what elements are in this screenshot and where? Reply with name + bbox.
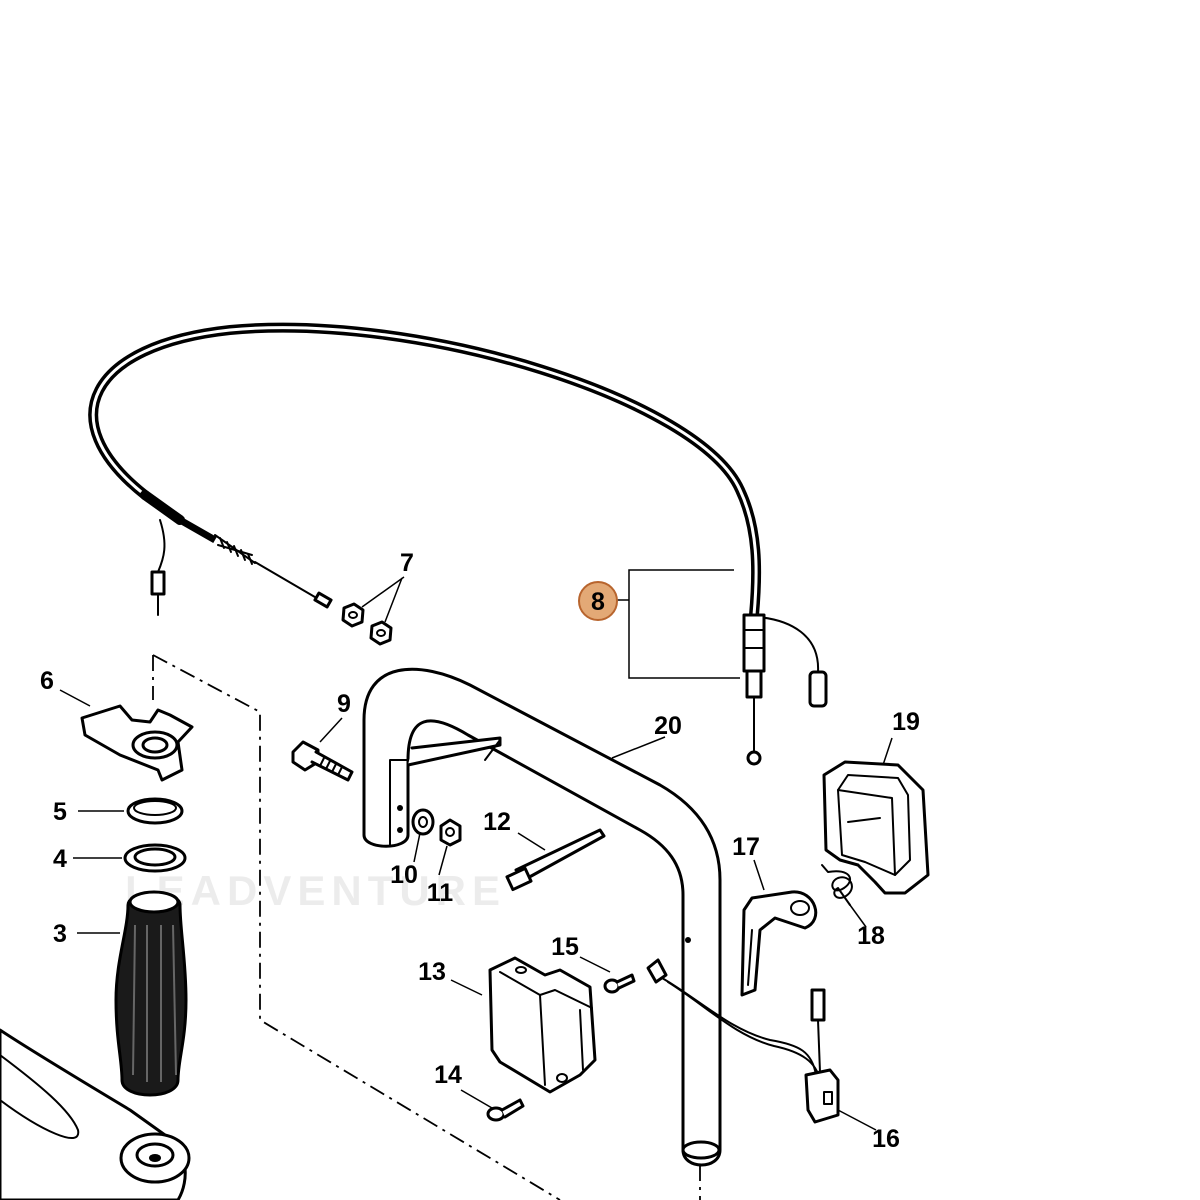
callout-8-ring [578, 581, 618, 621]
label-11[interactable]: 11 [427, 879, 454, 907]
washer[interactable] [123, 843, 187, 873]
leader-lines [59, 576, 893, 1131]
hex-nuts[interactable] [341, 602, 393, 646]
label-8: 8 [591, 588, 605, 616]
torsion-spring[interactable] [821, 864, 853, 906]
throttle-cable[interactable] [88, 322, 828, 766]
washer-10[interactable] [411, 808, 435, 836]
label-6[interactable]: 6 [40, 667, 54, 695]
switch-housing[interactable] [488, 956, 597, 1094]
part-labels: 6 5 4 3 7 9 10 11 12 20 13 14 15 17 18 1… [40, 549, 920, 1153]
label-10[interactable]: 10 [390, 861, 418, 889]
callout-8-marker [579, 582, 617, 620]
label-15[interactable]: 15 [551, 933, 579, 961]
screw-14[interactable] [486, 1098, 525, 1122]
label-5[interactable]: 5 [53, 798, 67, 826]
label-18[interactable]: 18 [857, 922, 885, 950]
callout-8[interactable]: 8 [578, 581, 618, 621]
cable-tie[interactable] [505, 828, 606, 892]
watermark-text: LEADVENTURE [125, 867, 506, 914]
label-3[interactable]: 3 [53, 920, 67, 948]
bolt-9[interactable] [291, 740, 354, 782]
label-17[interactable]: 17 [732, 833, 760, 861]
screw-15[interactable] [603, 973, 636, 994]
label-12[interactable]: 12 [483, 808, 511, 836]
clamp-wedge[interactable] [80, 704, 194, 782]
rubber-grip[interactable] [114, 890, 188, 1097]
stop-switch[interactable] [646, 958, 840, 1124]
label-14[interactable]: 14 [434, 1061, 462, 1089]
assembly-lines [152, 654, 701, 1200]
label-13[interactable]: 13 [418, 958, 446, 986]
label-20[interactable]: 20 [654, 712, 682, 740]
snap-ring[interactable] [126, 797, 184, 825]
loop-handle[interactable] [362, 667, 722, 1167]
cable-spring-sleeve [214, 534, 256, 565]
part-8-bracket [616, 569, 740, 679]
label-4[interactable]: 4 [53, 845, 67, 873]
label-16[interactable]: 16 [872, 1125, 900, 1153]
label-19[interactable]: 19 [892, 708, 920, 736]
label-7[interactable]: 7 [400, 549, 414, 577]
nut-11[interactable] [439, 818, 462, 847]
handle-housing[interactable] [822, 760, 930, 895]
throttle-lever[interactable] [740, 890, 818, 997]
shaft-bracket [0, 1028, 191, 1200]
label-9[interactable]: 9 [337, 690, 351, 718]
